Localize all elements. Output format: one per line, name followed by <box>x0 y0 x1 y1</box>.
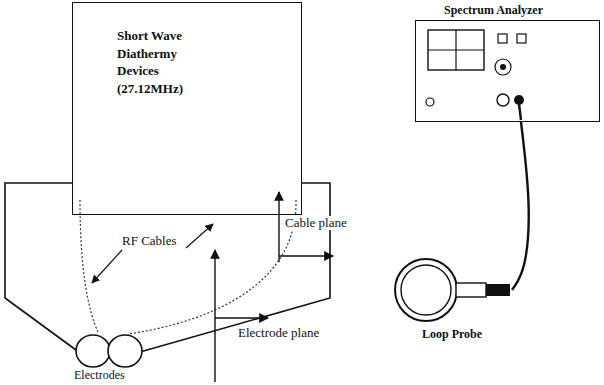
loop-probe: Loop Probe <box>392 254 512 346</box>
pointer-arrow <box>92 250 122 283</box>
analyzer-jack <box>497 94 509 106</box>
pointer-arrow <box>186 224 213 248</box>
analyzer-knob <box>495 59 511 75</box>
part-label: Electrodes <box>72 369 127 382</box>
housing-outline <box>5 183 330 352</box>
loop-probe-icon <box>392 254 512 324</box>
analyzer-button <box>517 34 526 43</box>
probe-label: Loop Probe <box>422 326 482 342</box>
analyzer-screen <box>428 49 484 50</box>
rf-cable <box>128 200 296 334</box>
analyzer-knob <box>500 64 506 70</box>
plane-arrow <box>214 250 215 382</box>
probe-cable <box>519 104 521 120</box>
electrode <box>108 335 142 367</box>
analyzer-port <box>514 95 524 105</box>
box-heading: Spectrum Analyzer <box>444 2 543 18</box>
device-box: Short Wave Diathermy Devices (27.12MHz) <box>72 2 302 215</box>
part-label: RF Cables <box>120 234 179 248</box>
analyzer-box: Spectrum Analyzer <box>415 20 600 122</box>
plane-label: Electrode plane <box>236 326 321 340</box>
device-label: Short Wave Diathermy Devices (27.12MHz) <box>117 27 197 97</box>
plane-arrow <box>278 192 279 262</box>
probe-cable <box>512 122 529 290</box>
plane-label: Cable plane <box>283 216 349 230</box>
plane-arrow <box>215 317 268 318</box>
rf-cable <box>80 200 98 332</box>
plane-arrow <box>279 255 333 256</box>
analyzer-screen <box>428 30 484 70</box>
analyzer-jack <box>426 98 434 106</box>
electrode <box>76 335 110 367</box>
analyzer-button <box>498 34 507 43</box>
